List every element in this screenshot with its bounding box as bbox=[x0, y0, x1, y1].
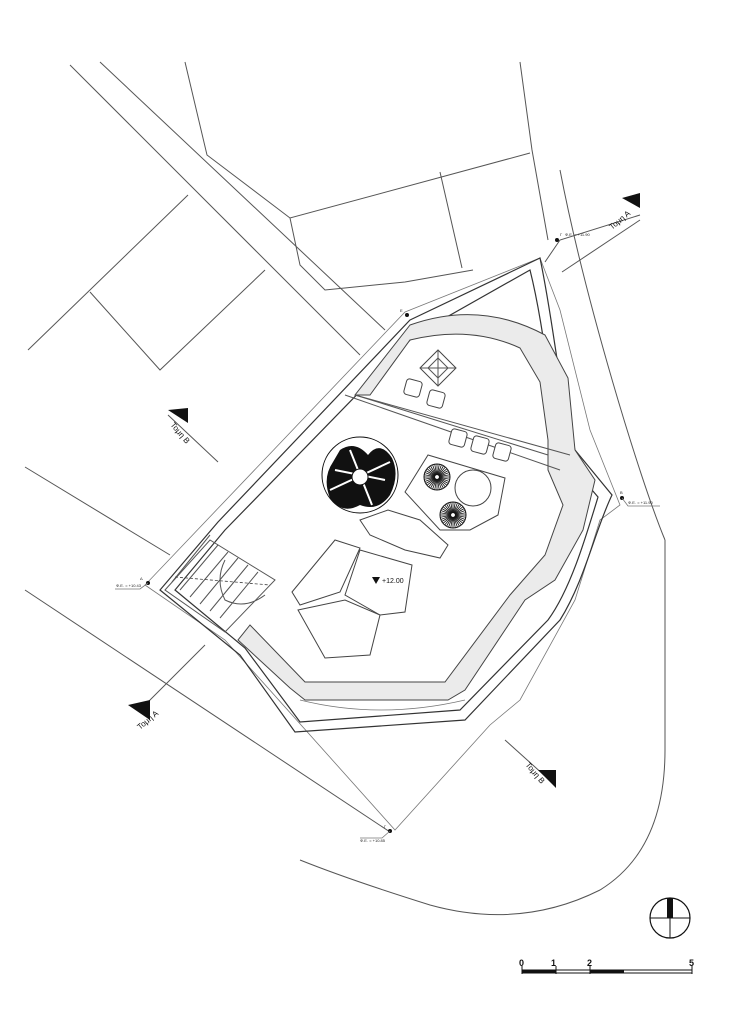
level-label: +12.00 bbox=[382, 578, 404, 585]
section-b-right-marker: Τομη Β bbox=[504, 739, 556, 788]
survey-point-top: Ε bbox=[400, 308, 409, 317]
parcel-boundary bbox=[24, 466, 171, 556]
perimeter-bench bbox=[237, 314, 596, 701]
scale-bar: 0 1 2 5 bbox=[519, 958, 694, 974]
road-edge bbox=[559, 169, 666, 541]
paving-stones bbox=[291, 454, 506, 659]
parcel-boundary bbox=[89, 269, 266, 371]
parcel-boundary bbox=[184, 61, 531, 219]
tree-icon bbox=[321, 436, 399, 514]
site-context bbox=[24, 61, 666, 916]
parcel-boundary bbox=[27, 194, 189, 351]
road-edge bbox=[299, 540, 666, 916]
parcel-boundary bbox=[439, 171, 463, 269]
street-edge-line bbox=[99, 61, 386, 331]
svg-text:Γ: Γ bbox=[560, 232, 563, 237]
partition-line bbox=[299, 699, 466, 711]
svg-text:Ε: Ε bbox=[400, 308, 403, 313]
parcel-boundary bbox=[24, 589, 391, 833]
svg-text:Φ.Ε. = +11.90: Φ.Ε. = +11.90 bbox=[628, 500, 653, 505]
scale-label-0: 0 bbox=[519, 958, 524, 968]
survey-point-p3: Δ Φ.Ε. = +10.43 bbox=[115, 576, 150, 590]
survey-point-p2: Β Φ.Ε. = +11.90 bbox=[620, 490, 660, 507]
svg-text:Β: Β bbox=[620, 490, 623, 495]
street-edge-line bbox=[69, 64, 361, 356]
building-inner-wall bbox=[174, 269, 599, 723]
section-b-left-marker: Τομη Β bbox=[167, 408, 219, 463]
level-marker: +12.00 bbox=[372, 577, 404, 585]
north-arrow-icon bbox=[649, 897, 691, 939]
scale-label-2: 2 bbox=[587, 958, 592, 968]
scale-label-5: 5 bbox=[689, 958, 694, 968]
section-a-top-label: Τομη Α bbox=[608, 208, 633, 231]
radial-planter-icon bbox=[439, 501, 467, 529]
scale-label-1: 1 bbox=[551, 958, 556, 968]
svg-text:Φ.Ε. = +10.43: Φ.Ε. = +10.43 bbox=[116, 583, 142, 588]
svg-text:Φ.Ε. = +10.85: Φ.Ε. = +10.85 bbox=[360, 838, 386, 843]
survey-point-p4: Γ Φ.Ε. = +10.85 bbox=[360, 824, 392, 843]
building-outline bbox=[159, 257, 613, 733]
skylight bbox=[419, 349, 457, 387]
section-a-bottom-marker: Τομη Α bbox=[128, 644, 206, 732]
radial-planter-icon bbox=[423, 463, 451, 491]
partition-line bbox=[354, 394, 571, 456]
section-b-left-label: Τομη Β bbox=[168, 421, 191, 446]
parcel-boundary bbox=[519, 61, 549, 241]
parcel-boundary bbox=[289, 217, 474, 291]
lot-boundary bbox=[144, 257, 621, 831]
partition-line bbox=[354, 394, 549, 456]
svg-text:Δ: Δ bbox=[140, 576, 143, 581]
road-edge bbox=[544, 214, 641, 263]
stools bbox=[403, 378, 512, 462]
svg-text:Φ.Ε. = +11.90: Φ.Ε. = +11.90 bbox=[565, 232, 590, 237]
survey-point-p1: Γ Φ.Ε. = +11.90 bbox=[555, 232, 590, 242]
svg-text:Γ: Γ bbox=[384, 824, 387, 829]
staircase bbox=[164, 534, 276, 633]
